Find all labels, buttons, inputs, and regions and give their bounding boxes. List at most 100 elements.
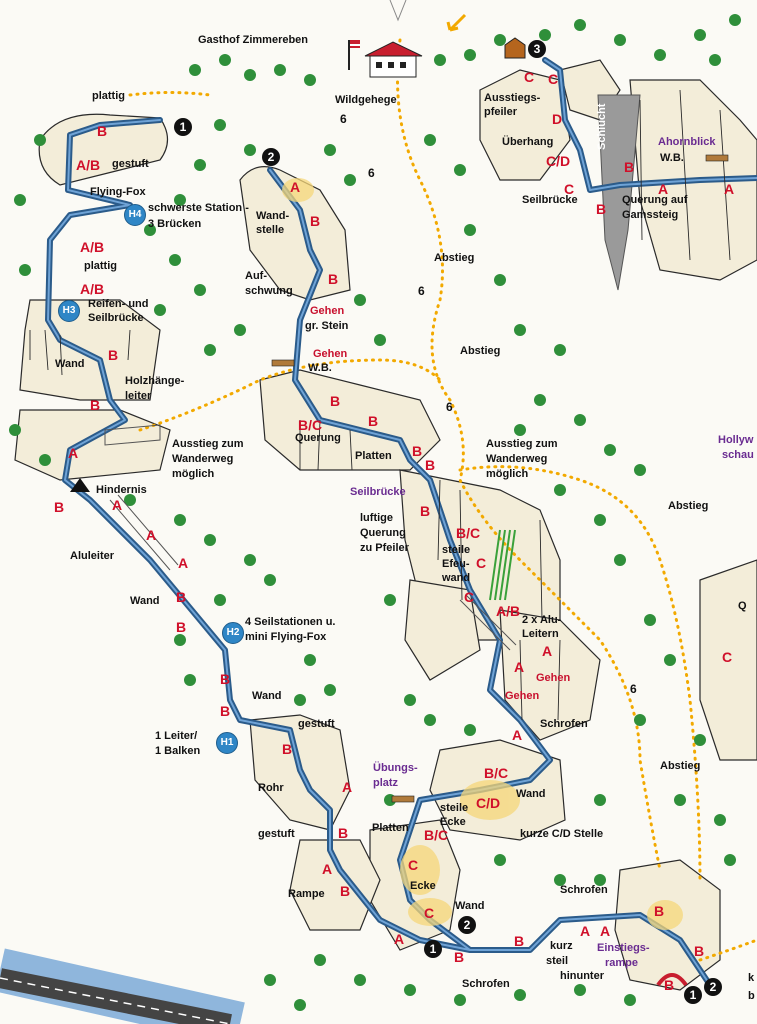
difficulty-grade: B: [90, 397, 101, 413]
label-schrofen-bottom: Schrofen: [462, 978, 510, 990]
einstieg-arch-icon: [656, 973, 688, 987]
difficulty-grade: B: [282, 741, 293, 757]
difficulty-grade: B: [340, 883, 351, 899]
marker-2-bottom: 2: [704, 978, 722, 996]
label-efeu: Efeu-: [442, 558, 470, 570]
station-badge-h3: H3: [58, 300, 80, 322]
difficulty-grade: B: [624, 159, 635, 175]
difficulty-grade: C: [548, 71, 559, 87]
label-gasthof: Gasthof Zimmereben: [198, 34, 309, 46]
label-wb-mid: W.B.: [308, 362, 332, 374]
label-wand-left: Wand: [55, 358, 85, 370]
path-arrow-icon: [389, 0, 407, 22]
difficulty-grade: B: [514, 933, 525, 949]
gasthof-hut: [348, 37, 526, 78]
difficulty-grade: B: [454, 949, 465, 965]
station-badge-h1: H1: [216, 732, 238, 754]
difficulty-grade: A: [658, 181, 669, 197]
label-seilbruecke-mid: Seilbrücke: [350, 486, 406, 498]
label-abstieg4: Abstieg: [660, 760, 701, 772]
label-kurze-cd: kurze C/D Stelle: [520, 828, 604, 840]
difficulty-grade: B: [220, 671, 231, 687]
marker-1-bottom: 1: [684, 986, 702, 1004]
difficulty-grade: A: [290, 179, 301, 195]
label-2x-alu: 2 x Alu-: [522, 614, 562, 626]
difficulty-grade: B: [596, 201, 607, 217]
difficulty-grade: A: [514, 659, 525, 675]
label-1-leiter: 1 Leiter/: [155, 730, 198, 742]
hindernis-icon: [70, 478, 90, 492]
difficulty-grade: A: [68, 445, 79, 461]
difficulty-grade: B: [694, 943, 705, 959]
label-kurz: kurz: [550, 940, 573, 952]
label-schrofen-low: Schrofen: [560, 884, 608, 896]
difficulty-grade: B/C: [484, 765, 509, 781]
label-ausstiegs: Ausstiegs-: [484, 92, 541, 104]
label-ausstieg-right: Ausstieg zum: [486, 438, 558, 450]
label-abstieg1: Abstieg: [434, 252, 475, 264]
label-gehen-r1: Gehen: [536, 672, 571, 684]
label-rampe-purple: rampe: [605, 957, 639, 969]
label-hinunter: hinunter: [560, 970, 604, 982]
label-gr-stein: gr. Stein: [305, 320, 349, 332]
label-gehen-gr: Gehen: [310, 305, 345, 317]
difficulty-grade: A: [600, 923, 611, 939]
label-flying-fox: Flying-Fox: [90, 186, 146, 198]
difficulty-grade: C: [476, 555, 487, 571]
label-platten-low: Platten: [372, 822, 409, 834]
label-seilbruecke-top: Seilbrücke: [522, 194, 578, 206]
cliff-lines: [29, 89, 731, 721]
route-number: 6: [368, 166, 375, 180]
label-steil: steil: [546, 955, 569, 967]
label-wand-left2: Wand: [130, 595, 160, 607]
label-3-bruecken: 3 Brücken: [148, 218, 202, 230]
label-wand-r: Wand: [516, 788, 546, 800]
label-reifen: Reifen- und: [88, 298, 149, 310]
difficulty-grade: B: [330, 393, 341, 409]
label-pfeiler: pfeiler: [484, 106, 518, 118]
label-wand-left3: Wand: [252, 690, 282, 702]
label-plattig-mid: plattig: [84, 260, 117, 272]
label-abstieg3: Abstieg: [668, 500, 709, 512]
difficulty-grade: A/B: [76, 157, 101, 173]
label-edge-k: k: [748, 972, 755, 984]
label-einstiegs: Einstiegs-: [597, 942, 650, 954]
label-stelle: stelle: [256, 224, 285, 236]
marker-2-mid: 2: [458, 916, 476, 934]
marker-3-top: 3: [528, 40, 546, 58]
difficulty-grade: C/D: [546, 153, 571, 169]
label-schrofen-r: Schrofen: [540, 718, 588, 730]
difficulty-grade: C: [722, 649, 733, 665]
difficulty-grade: C: [464, 589, 475, 605]
marker-1-mid: 1: [424, 940, 442, 958]
difficulty-grade: B: [97, 123, 108, 139]
difficulty-grade: B: [425, 457, 436, 473]
label-gestuft-low: gestuft: [258, 828, 295, 840]
label-zu-pfeiler: zu Pfeiler: [360, 542, 409, 554]
label-steile: steile: [442, 544, 471, 556]
label-platz: platz: [373, 777, 399, 789]
difficulty-grade: B: [654, 903, 665, 919]
difficulty-grade: B: [220, 703, 231, 719]
label-wanderweg-left: Wanderweg: [172, 453, 234, 465]
difficulty-grade: B: [368, 413, 379, 429]
arrow-icon: [446, 13, 467, 32]
label-schau: schau: [722, 449, 754, 461]
difficulty-grade: B: [108, 347, 119, 363]
benches: [271, 154, 729, 803]
label-ueberhang: Überhang: [502, 136, 554, 148]
label-querung-auf: Querung auf: [622, 194, 688, 206]
difficulty-grade: A: [178, 555, 189, 571]
difficulty-grade: C/D: [476, 795, 501, 811]
label-uebungs: Übungs-: [373, 762, 418, 774]
difficulty-grade: B: [338, 825, 349, 841]
difficulty-grade: A/B: [80, 239, 105, 255]
difficulty-grade: B: [412, 443, 423, 459]
label-aufschwung: Auf-: [245, 270, 267, 282]
label-moeglich-left: möglich: [172, 468, 215, 480]
difficulty-grade: A: [724, 181, 735, 197]
difficulty-grade: B/C: [298, 417, 323, 433]
difficulty-grade: C: [424, 905, 435, 921]
difficulty-grade: B: [664, 977, 675, 993]
